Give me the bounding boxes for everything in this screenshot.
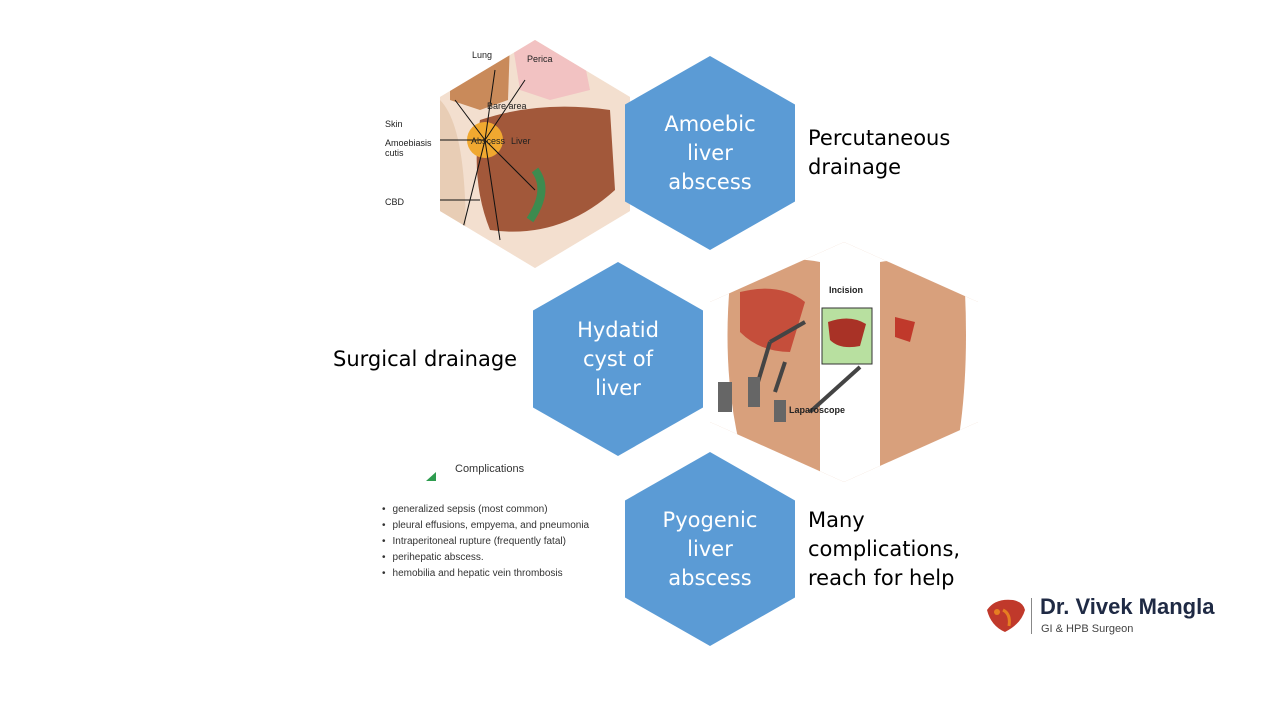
- abscess-diagram-svg: [440, 40, 630, 268]
- brand-divider: [1031, 598, 1032, 634]
- label-incision: Incision: [829, 285, 864, 295]
- list-item: generalized sepsis (most common): [382, 502, 589, 518]
- treatment-amoebic: Percutaneous drainage: [808, 126, 951, 179]
- label-abscess: Abscess: [471, 136, 506, 146]
- brand-name: Dr. Vivek Mangla: [1040, 594, 1215, 619]
- hexagon-amoebic-liver-abscess: Amoebic liver abscess: [625, 56, 795, 250]
- label-laparoscope: Laparoscope: [789, 405, 846, 415]
- list-item: Intraperitoneal rupture (frequently fata…: [382, 534, 589, 550]
- label-cbd: CBD: [385, 197, 405, 207]
- laparoscopy-image: [710, 242, 978, 482]
- complications-marker: [426, 472, 436, 481]
- hexagon-label: Hydatid cyst of liver: [577, 317, 659, 400]
- complications-heading: Complications: [455, 463, 525, 475]
- hexagon-hydatid-cyst: Hydatid cyst of liver: [533, 262, 703, 456]
- abscess-diagram-image: [440, 40, 630, 268]
- hexagon-label: Amoebic liver abscess: [664, 111, 756, 194]
- treatment-pyogenic: Many complications, reach for help: [808, 508, 961, 590]
- list-item: perihepatic abscess.: [382, 550, 589, 566]
- brand-logo-icon: [985, 596, 1027, 641]
- list-item: hemobilia and hepatic vein thrombosis: [382, 566, 589, 582]
- treatment-hydatid: Surgical drainage: [333, 347, 518, 371]
- brand-subtitle: GI & HPB Surgeon: [1041, 623, 1134, 635]
- hexagon-pyogenic-liver-abscess: Pyogenic liver abscess: [625, 452, 795, 646]
- label-amoebiasis-cutis: Amoebiasis cutis: [385, 138, 432, 158]
- hexagon-label: Pyogenic liver abscess: [662, 507, 758, 590]
- label-lung: Lung: [472, 50, 493, 60]
- label-liver: Liver: [511, 136, 531, 146]
- laparoscopy-svg: [710, 242, 978, 482]
- label-pericardium: Perica: [527, 54, 553, 64]
- complications-list: generalized sepsis (most common) pleural…: [382, 502, 590, 582]
- list-item: pleural effusions, empyema, and pneumoni…: [382, 518, 590, 534]
- label-bare-area: Bare area: [487, 101, 527, 111]
- liver-logo-icon: [987, 599, 1025, 632]
- label-skin: Skin: [385, 119, 403, 129]
